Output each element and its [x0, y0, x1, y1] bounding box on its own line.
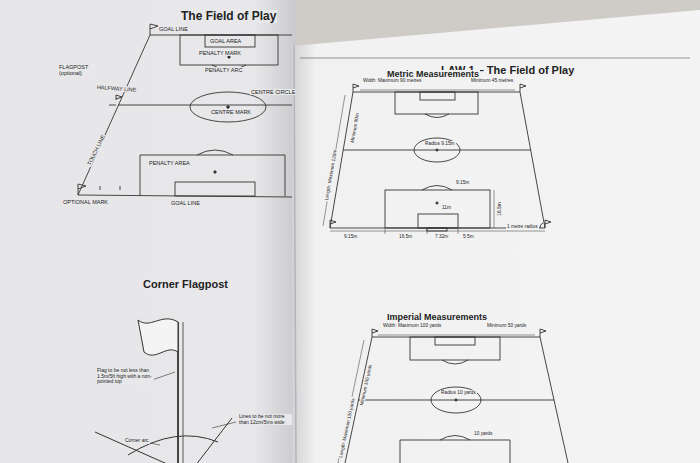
- field-label: PENALTY AREA: [148, 160, 191, 166]
- field-label: 5.5m: [462, 234, 475, 239]
- field-label: FLAGPOST (optional): [58, 64, 96, 76]
- field-label: GOAL AREA: [209, 38, 242, 44]
- field-label: CENTRE MARK: [210, 109, 252, 115]
- field-label: OPTIONAL MARK: [62, 199, 109, 205]
- field-label: 7.32m: [434, 234, 449, 239]
- field-label: Radius 10 yards: [440, 390, 477, 395]
- page-title: The Field of Play: [180, 10, 277, 23]
- section-heading: Imperial Measurements: [386, 313, 488, 323]
- field-label: Width: Maximum 100 yards: [382, 323, 442, 328]
- field-label: 1 metre radius: [506, 224, 539, 229]
- field-label: 16.5m: [398, 234, 413, 239]
- field-label: 16.5m: [497, 201, 502, 216]
- field-label: PENALTY MARK: [198, 50, 242, 56]
- field-label: Lines to be not more than 12cm/5ins wide: [238, 414, 292, 425]
- field-label: Minimum 50 yards: [486, 323, 527, 328]
- field-label: CENTRE CIRCLE: [250, 89, 296, 95]
- field-label: 9.15m: [343, 234, 358, 239]
- field-label: PENALTY ARC: [204, 67, 243, 73]
- field-label: Radius 9.15m: [424, 141, 456, 146]
- section-heading: Corner Flagpost: [142, 278, 229, 290]
- field-label: 9.15m: [455, 180, 470, 185]
- field-label: 11m: [441, 205, 452, 210]
- field-label: GOAL LINE: [158, 26, 189, 32]
- field-label: 10 yards: [473, 431, 493, 436]
- field-label: Flag to be not less than 1.5m/5ft high w…: [96, 368, 154, 385]
- field-label: Corner arc: [124, 438, 150, 444]
- field-label: Width: Maximum 90 metres: [362, 78, 422, 83]
- field-label: GOAL LINE: [170, 200, 201, 206]
- field-label: Minimum 45 metres: [470, 78, 514, 83]
